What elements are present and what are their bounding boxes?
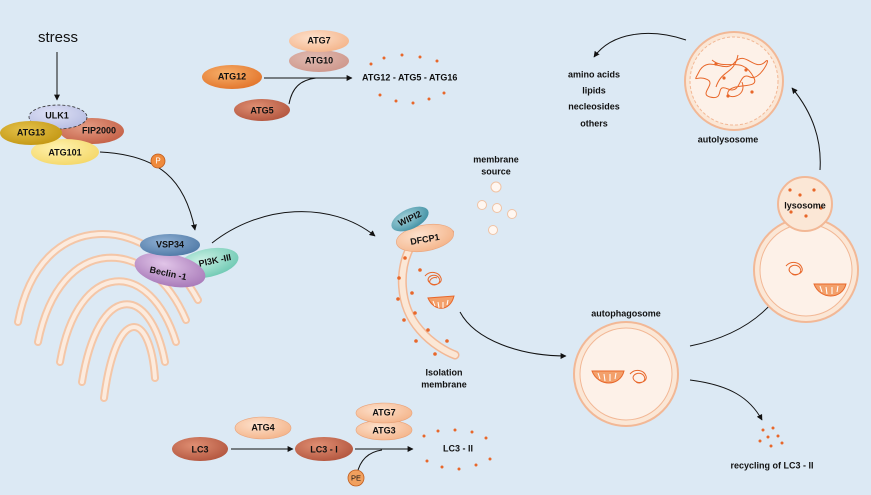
atg4-label: ATG4 <box>251 422 274 432</box>
product-others: others <box>580 118 608 128</box>
dfcp1-protein <box>396 223 454 253</box>
atg3-label: ATG3 <box>372 425 395 435</box>
product-nucleosides: necleosides <box>568 101 620 111</box>
recycling-dots <box>758 426 784 448</box>
atg5-arrow <box>288 77 317 105</box>
vsp34-protein <box>140 234 200 256</box>
lc3-i-label: LC3 - I <box>310 444 338 454</box>
lysosome-label: lysosome <box>784 200 826 210</box>
autolysosome <box>684 31 784 131</box>
fip200-label: FIP2000 <box>82 125 116 135</box>
atg7-upper-label: ATG7 <box>307 35 330 45</box>
lysosome-fusion: lysosome <box>753 176 859 323</box>
membrane-source-label-line1: membrane <box>473 154 519 164</box>
isolation-label-line2: membrane <box>421 379 467 389</box>
lc3-i-protein <box>295 437 353 461</box>
autophagosome-label: autophagosome <box>591 308 661 318</box>
atg7-protein-upper <box>289 30 349 52</box>
atg13-protein <box>0 121 62 145</box>
lysosome-to-autolysosome-arrow <box>791 87 821 171</box>
ulk1-label: ULK1 <box>45 110 69 120</box>
phosphate-label: P <box>155 157 160 166</box>
stress-label: stress <box>38 29 78 46</box>
isolation-mitochondrion <box>427 295 455 309</box>
isolation-to-autophagosome-arrow <box>459 311 567 359</box>
atg13-label: ATG13 <box>17 127 45 137</box>
atg7-lower-label: ATG7 <box>372 407 395 417</box>
beclin-protein <box>134 252 206 288</box>
membrane-source-label-line2: source <box>481 166 511 176</box>
phosphate-badge <box>150 153 166 169</box>
product-lipids: lipids <box>582 85 606 95</box>
lc3-ii-label: LC3 - II <box>443 443 473 453</box>
atg101-label: ATG101 <box>48 147 81 157</box>
wipi2-protein <box>391 206 429 232</box>
pi3k-to-isolation-arrow <box>211 211 376 244</box>
atg12-product-dots <box>369 53 446 105</box>
autophagosome <box>573 321 679 427</box>
atg12-label: ATG12 <box>218 71 246 81</box>
autophagosome-cargo-squiggle <box>629 369 647 384</box>
atg101-protein <box>31 139 99 165</box>
autophagosome-recycling-arrow <box>689 379 763 421</box>
lysosome-cargo-squiggle <box>785 261 803 276</box>
atg10-protein <box>289 50 349 72</box>
autolysosome-degraded-content <box>695 54 768 99</box>
ulk-complex: ULK1 FIP2000 ATG13 ATG101 <box>0 104 124 165</box>
isolation-membrane: WIPI2 DFCP1 <box>391 206 460 360</box>
isolation-cargo-squiggle <box>424 271 442 286</box>
atg4-protein <box>234 416 292 440</box>
pe-label: PE <box>351 473 361 482</box>
product-amino-acids: amino acids <box>568 69 620 79</box>
isolation-label-line1: Isolation <box>425 367 462 377</box>
atg7-protein-lower <box>355 402 413 424</box>
atg10-label: ATG10 <box>305 55 333 65</box>
lc3-ii-dots <box>422 428 492 471</box>
isolation-lc3-dots <box>396 230 454 356</box>
lysosome-enzyme-dots <box>788 188 823 218</box>
atg12-conjugation: ATG7 ATG10 ATG12 ATG5 ATG12 - ATG5 - ATG… <box>202 30 457 121</box>
ulk-to-pi3k-arrow <box>99 151 197 231</box>
atg12-protein <box>202 65 262 89</box>
autolysosome-label: autolysosome <box>698 134 759 144</box>
atg5-label: ATG5 <box>250 105 273 115</box>
autolysosome-to-products-arrow <box>593 32 687 58</box>
vsp34-label: VSP34 <box>156 239 184 249</box>
pe-badge <box>347 469 365 487</box>
membrane-vesicles <box>477 181 517 235</box>
lc3-label: LC3 <box>191 444 208 454</box>
lc3-protein <box>172 437 228 461</box>
degradation-products: amino acids lipids necleosides others <box>568 69 620 128</box>
pi3k-complex: VSP34 PI3K -III Beclin -1 <box>134 234 239 288</box>
atg12-product-label: ATG12 - ATG5 - ATG16 <box>362 72 457 82</box>
pe-arrow <box>356 449 383 475</box>
lc3-pathway: LC3 ATG4 LC3 - I ATG7 ATG3 PE LC3 - II <box>172 402 492 487</box>
recycling-label: recycling of LC3 - II <box>730 460 813 470</box>
atg5-protein <box>234 99 290 121</box>
